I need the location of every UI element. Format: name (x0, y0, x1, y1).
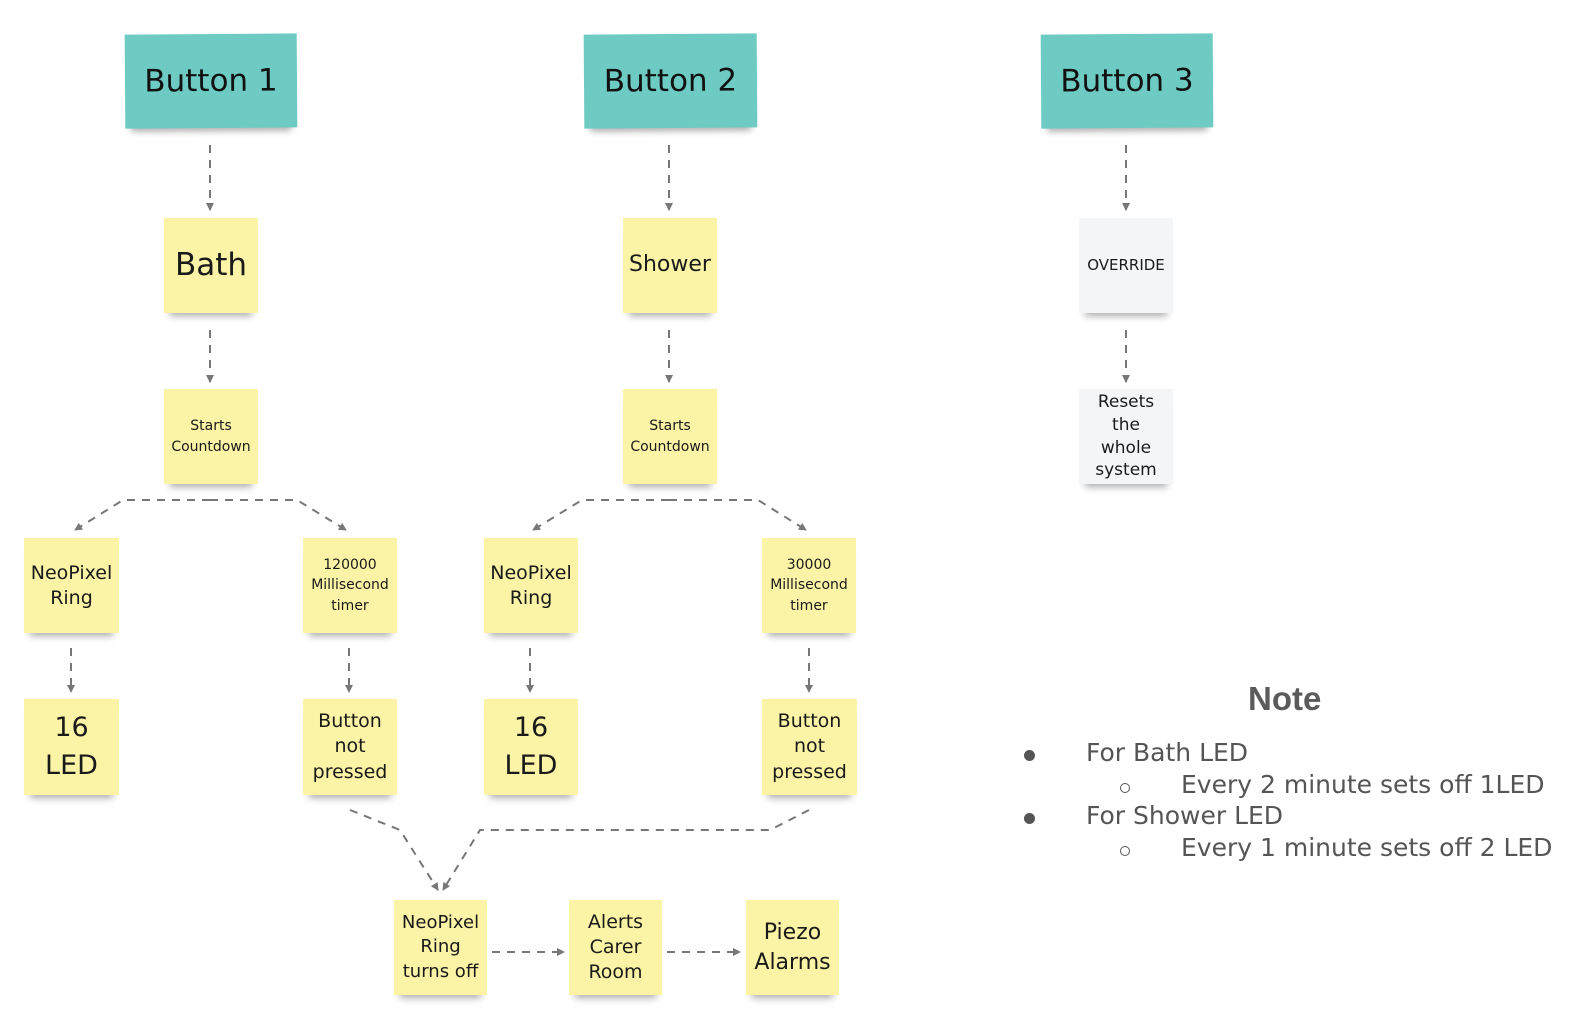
shower-led-count: 16 (513, 712, 549, 744)
shower-timer-note: 30000 Millisecond timer (762, 538, 856, 633)
bath-button-not-pressed-note: Button not pressed (303, 699, 397, 795)
shower-note: Shower (623, 218, 717, 313)
shower-led-unit: LED (504, 750, 558, 781)
note-item-shower: For Shower LED (1086, 801, 1284, 830)
arrow-bath-not-pressed-to-ring-off (349, 809, 439, 891)
shower-led-note: 16 LED (484, 699, 578, 795)
bath-led-unit: LED (45, 750, 98, 781)
piezo-alarms-note: Piezo Alarms (746, 900, 839, 995)
bullet-icon (1024, 813, 1035, 824)
shower-neopixel-ring-note: NeoPixel Ring (484, 538, 578, 633)
arrow-shower-not-pressed-to-ring-off (442, 809, 810, 891)
alerts-carer-room-note: Alerts Carer Room (569, 900, 662, 995)
button-1-note: Button 1 (124, 33, 298, 129)
note-subitem-bath: Every 2 minute sets off 1LED (1181, 770, 1545, 799)
bullet-icon (1024, 750, 1035, 761)
button-3-note: Button 3 (1040, 33, 1214, 129)
button-2-note: Button 2 (583, 33, 758, 129)
shower-button-not-pressed-note: Button not pressed (762, 699, 857, 795)
override-note: OVERRIDE (1079, 218, 1173, 313)
note-subitem-shower: Every 1 minute sets off 2 LED (1181, 833, 1553, 862)
bath-led-count: 16 (54, 712, 89, 744)
arrow-countdown-to-shower-ring (532, 499, 669, 531)
note-title: Note (1248, 680, 1322, 717)
bath-led-note: 16 LED (24, 699, 119, 795)
arrow-countdown-to-shower-timer (669, 499, 807, 531)
note-item-bath: For Bath LED (1086, 738, 1249, 767)
circle-bullet-icon (1120, 846, 1130, 856)
circle-bullet-icon (1120, 783, 1130, 793)
bath-timer-note: 120000 Millisecond timer (303, 538, 397, 633)
arrow-countdown-to-bath-ring (74, 499, 210, 531)
ring-turns-off-note: NeoPixel Ring turns off (394, 900, 487, 995)
bath-neopixel-ring-note: NeoPixel Ring (24, 538, 119, 633)
bath-countdown-note: Starts Countdown (164, 389, 258, 484)
reset-system-note: Resets the whole system (1079, 389, 1173, 484)
bath-note: Bath (164, 218, 258, 313)
shower-countdown-note: Starts Countdown (623, 389, 717, 484)
arrow-countdown-to-bath-timer (210, 499, 347, 531)
